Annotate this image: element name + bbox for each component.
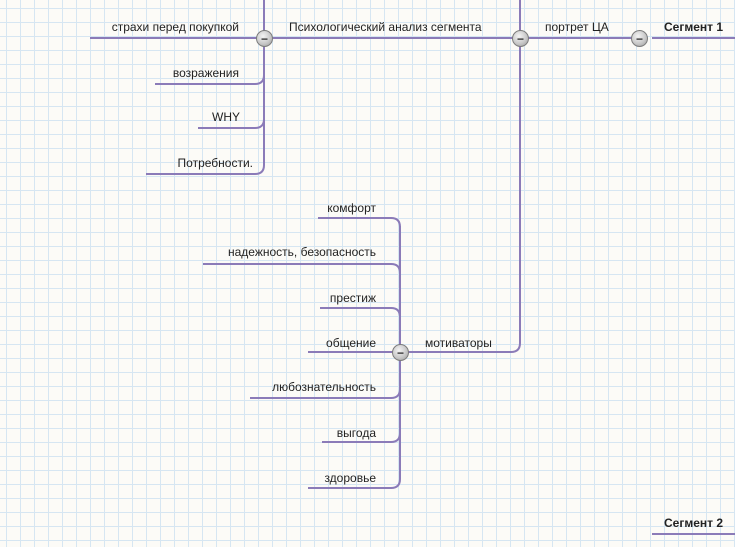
psych-spine [146,0,265,175]
curiosity-underline [250,388,401,399]
segment2-node[interactable]: Сегмент 2 [664,516,724,530]
motivators-spine [308,226,401,489]
needs-node[interactable]: Потребности. [177,156,253,170]
why-underline [198,118,265,129]
collapse-toggle-portrait[interactable]: − [512,30,529,47]
motivator-item-reliability[interactable]: надежность, безопасность [228,245,376,259]
portrait-spine [400,0,521,353]
fears-node[interactable]: страхи перед покупкой [111,20,239,34]
collapse-toggle-motivators[interactable]: − [392,344,409,361]
reliability-underline [203,263,401,274]
segment1-node[interactable]: Сегмент 1 [664,20,724,34]
motivators-node[interactable]: мотиваторы [425,336,492,350]
motivator-item-communication[interactable]: общение [326,336,376,350]
motivator-item-benefit[interactable]: выгода [336,426,376,440]
motivators-top [318,217,401,228]
motivator-item-comfort[interactable]: комфорт [327,201,376,215]
prestige-underline [320,307,401,318]
objections-node[interactable]: возражения [172,66,239,80]
benefit-underline [322,432,401,443]
collapse-toggle-psych-analysis[interactable]: − [256,30,273,47]
objections-underline [155,74,265,85]
motivator-item-health[interactable]: здоровье [324,471,376,485]
psych-analysis-node[interactable]: Психологический анализ сегмента [289,20,482,34]
motivator-item-prestige[interactable]: престиж [329,291,376,305]
why-node[interactable]: WHY [212,110,240,124]
portrait-node[interactable]: портрет ЦА [545,20,609,34]
collapse-toggle-segment1[interactable]: − [631,30,648,47]
motivator-item-curiosity[interactable]: любознательность [272,380,376,394]
